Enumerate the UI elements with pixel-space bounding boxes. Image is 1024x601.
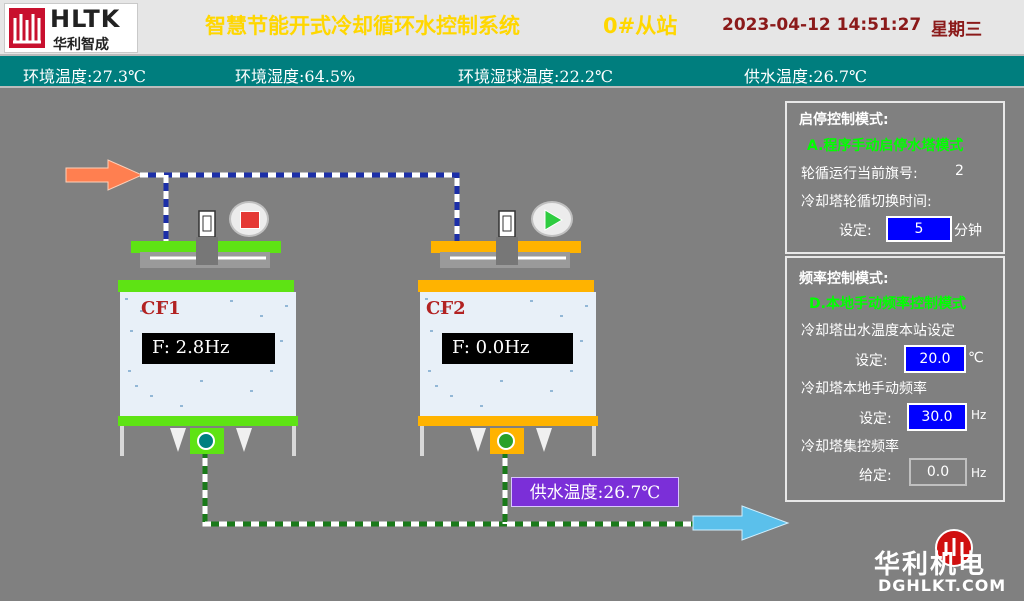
start-stop-title: 启停控制模式: <box>799 112 889 128</box>
central-frequency-given-label: 给定: <box>859 468 892 484</box>
switch-time-input[interactable]: 5 <box>886 216 952 242</box>
watermark-emblem-icon <box>935 529 973 567</box>
outlet-temp-set-label: 设定: <box>855 353 888 369</box>
watermark-url: DGHLKT.COM <box>878 576 1007 595</box>
frequency-control-mode[interactable]: D.本地手动频率控制模式 <box>809 296 966 312</box>
logo-mark-icon <box>9 8 45 48</box>
current-weekday: 星期三 <box>931 20 982 40</box>
start-stop-mode[interactable]: A.程序手动启停水塔模式 <box>807 138 964 154</box>
manual-frequency-unit: Hz <box>971 408 987 422</box>
start-stop-panel: 启停控制模式: A.程序手动启停水塔模式 轮循运行当前旗号: 2 冷却塔轮循切换… <box>785 101 1005 254</box>
cf1-label: CF1 <box>141 298 181 319</box>
cf1-stop-button[interactable] <box>229 201 269 237</box>
outlet-arrow-icon <box>692 505 790 541</box>
cf1-frequency-display: F: 2.8Hz <box>142 333 275 364</box>
station-name: 0#从站 <box>603 14 678 38</box>
switch-time-label: 冷却塔轮循切换时间: <box>801 194 932 210</box>
frequency-control-title: 频率控制模式: <box>799 271 889 287</box>
inlet-arrow-icon <box>65 159 144 191</box>
central-frequency-unit: Hz <box>971 466 987 480</box>
watermark-brand: 华利机电 <box>874 550 987 580</box>
switch-time-unit: 分钟 <box>954 223 982 239</box>
manual-frequency-set-label: 设定: <box>859 411 892 427</box>
ambient-humidity: 环境湿度:64.5% <box>235 67 356 86</box>
company-logo: HLTK 华利智成 <box>4 3 138 53</box>
supply-water-temperature: 供水温度:26.7℃ <box>744 67 867 86</box>
manual-frequency-input[interactable]: 30.0 <box>907 403 967 431</box>
outlet-temp-input[interactable]: 20.0 <box>904 345 966 373</box>
switch-time-set-label: 设定: <box>839 223 872 239</box>
cf2-label: CF2 <box>426 298 466 319</box>
logo-text: HLTK <box>50 5 121 33</box>
stop-icon <box>240 211 260 229</box>
system-title: 智慧节能开式冷却循环水控制系统 <box>205 14 520 38</box>
logo-subtext: 华利智成 <box>53 37 109 53</box>
outlet-temp-label: 冷却塔出水温度本站设定 <box>801 323 955 339</box>
header-bar: HLTK 华利智成 智慧节能开式冷却循环水控制系统 0#从站 2023-04-1… <box>0 0 1024 54</box>
central-frequency-label: 冷却塔集控频率 <box>801 439 899 455</box>
outlet-temp-unit: ℃ <box>968 350 984 366</box>
outlet-pipe <box>202 442 700 527</box>
rotation-flag-label: 轮循运行当前旗号: <box>801 166 918 182</box>
wet-bulb-temperature: 环境湿球温度:22.2℃ <box>458 67 613 86</box>
rotation-flag-value: 2 <box>955 163 964 179</box>
inlet-pipe <box>140 172 460 242</box>
cf2-start-button[interactable] <box>531 201 573 237</box>
play-icon <box>544 209 563 231</box>
current-datetime: 2023-04-12 14:51:27 <box>722 15 922 35</box>
frequency-control-panel: 频率控制模式: D.本地手动频率控制模式 冷却塔出水温度本站设定 设定: 20.… <box>785 256 1005 502</box>
environment-bar: 环境温度:27.3℃ 环境湿度:64.5% 环境湿球温度:22.2℃ 供水温度:… <box>0 54 1024 88</box>
ambient-temperature: 环境温度:27.3℃ <box>23 67 146 86</box>
supply-temperature-label: 供水温度:26.7℃ <box>511 477 679 507</box>
central-frequency-value: 0.0 <box>909 458 967 486</box>
cf2-frequency-display: F: 0.0Hz <box>442 333 573 364</box>
manual-frequency-label: 冷却塔本地手动频率 <box>801 381 927 397</box>
